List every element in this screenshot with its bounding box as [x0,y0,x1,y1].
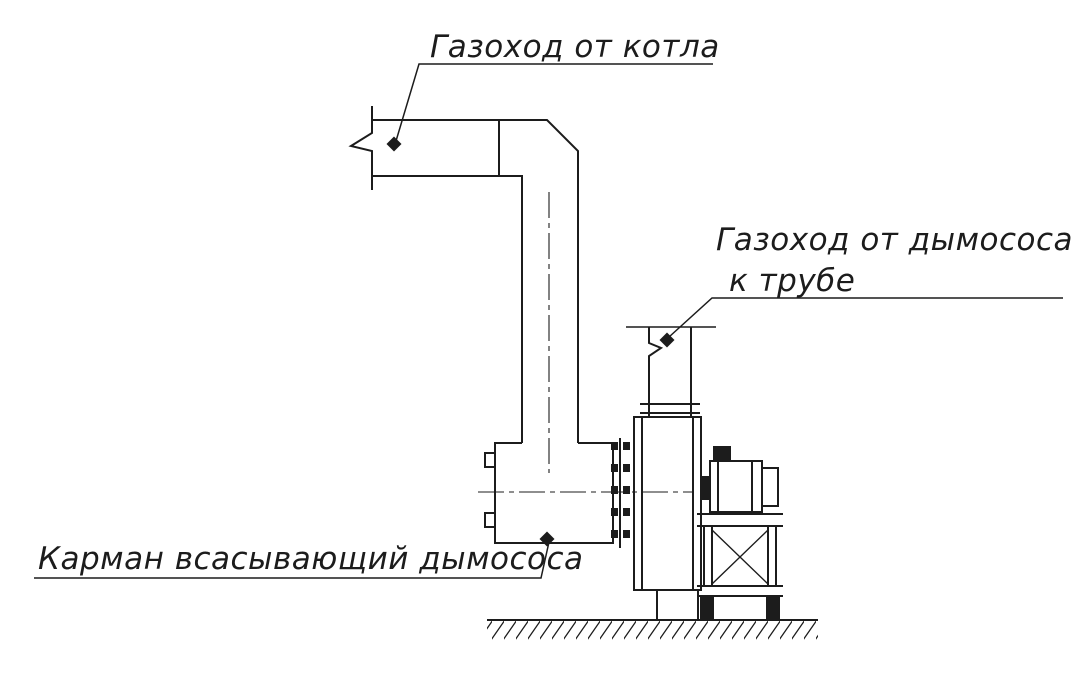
leader-marker-diamond [386,136,402,152]
leader-line-boiler-duct [395,63,713,142]
label-suction-pocket: Карман всасывающий дымососа [38,541,584,577]
callout-suction-pocket: Карман всасывающий дымососа [34,531,584,579]
leader-marker-diamond [539,531,555,547]
leader-line-suction-pocket [34,541,550,579]
outlet-duct [626,326,716,417]
suction-pocket [484,442,614,544]
electric-motor [701,446,779,513]
label-exhauster-duct-line1: Газоход от дымососа [716,222,1073,258]
motor-details [701,447,730,500]
motor-outline [709,446,779,513]
centerlines [478,192,692,493]
flange-bolts [611,442,630,538]
fan-casing-outline [633,416,702,620]
outlet-duct-outline [640,327,700,417]
leader-marker-diamond [659,332,675,348]
callout-exhauster-duct: Газоход от дымососа к трубе [659,222,1073,348]
suction-pocket-outline [484,442,614,544]
smoke-exhauster-fan [633,416,702,620]
stand-cross-brace [711,529,769,585]
ground-hatching [487,620,818,640]
inlet-flange [611,438,630,548]
boiler-duct-outline [348,106,579,443]
boiler-flue-duct [348,106,692,493]
leader-line-exhauster-duct [668,297,1063,338]
label-boiler-duct: Газоход от котла [430,29,720,65]
stand-feet [700,596,780,620]
motor-stand [697,513,783,620]
label-exhauster-duct-line2: к трубе [729,263,855,299]
ground [487,619,818,640]
stand-frame [697,513,783,597]
callout-boiler-duct: Газоход от котла [386,29,720,152]
